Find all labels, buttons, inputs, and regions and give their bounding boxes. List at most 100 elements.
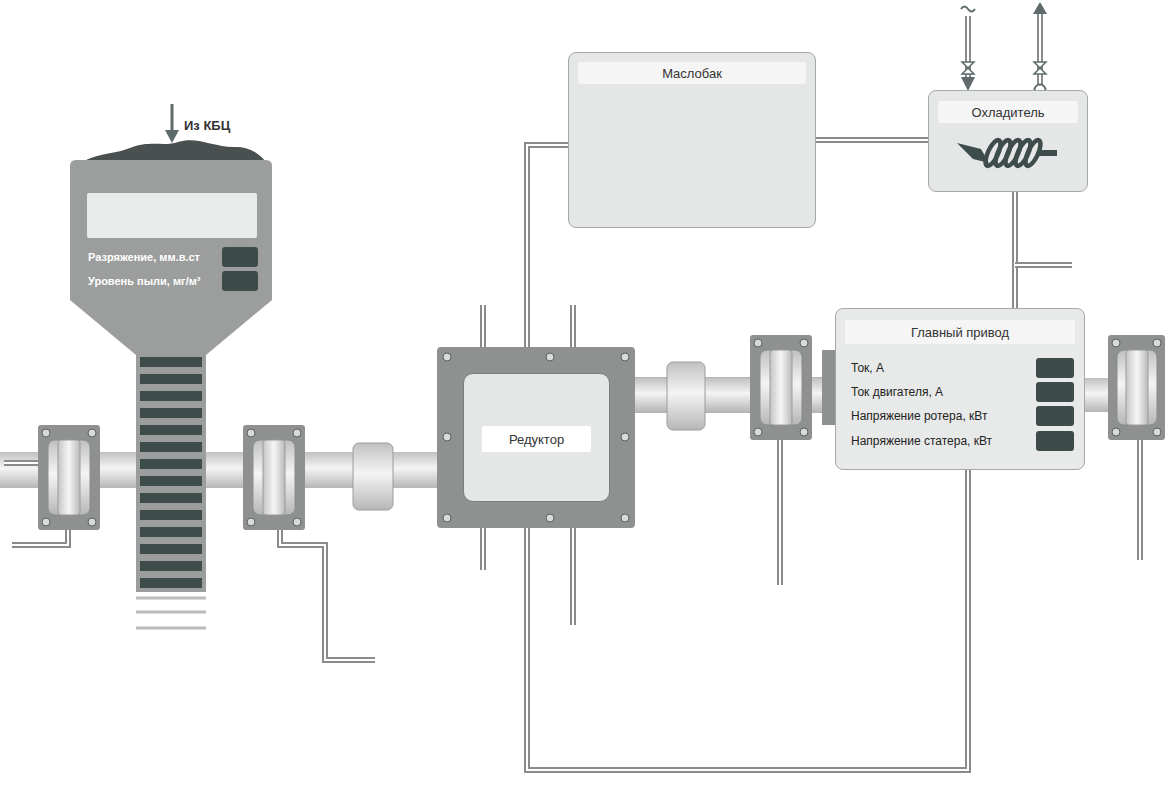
node-title: Охладитель (971, 105, 1044, 120)
readout-box (222, 247, 258, 267)
coil-symbol (957, 138, 1057, 168)
bolt (754, 428, 762, 436)
pipe (570, 528, 576, 625)
text-slot: Напряжение статера, кВт (847, 431, 1032, 451)
bolt (42, 429, 50, 437)
text-slot: Маслобак (578, 62, 806, 84)
bolt (42, 518, 50, 526)
bearing-ring (263, 440, 285, 515)
text-slot: Ток двигателя, А (847, 382, 1032, 402)
pipe (570, 305, 576, 347)
conveyor-lines (136, 598, 206, 628)
bearing-plate (750, 335, 812, 440)
arrow-head (1033, 2, 1047, 14)
readout-label: Ток, А (851, 361, 884, 375)
valve-symbol (1034, 62, 1046, 74)
bolt (546, 514, 554, 522)
bolt (800, 339, 808, 347)
main-drive: Главный приводТок, А Ток двигателя, А Напр… (835, 308, 1085, 470)
part-label: Из КБЦ (184, 118, 230, 133)
readout-label: Напряжение статера, кВт (851, 434, 992, 448)
gearbox-plate (437, 347, 635, 528)
coupling (667, 362, 705, 430)
bearing-plate (38, 425, 100, 530)
bearing-ring (58, 440, 80, 515)
pipe (779, 440, 781, 585)
readout-box (222, 271, 258, 291)
pipe (572, 528, 574, 625)
bolt (546, 353, 554, 361)
readout-box (1036, 406, 1074, 426)
readout-label: Разряжение, мм.в.ст (88, 251, 200, 263)
pipe-bore (527, 145, 568, 373)
bearing-plate (243, 425, 305, 530)
bolt (1153, 428, 1161, 436)
pipe (4, 462, 38, 464)
text-slot: Напряжение ротера, кВт (847, 406, 1032, 426)
readout-label: Напряжение ротера, кВт (851, 409, 987, 423)
pipe (280, 530, 375, 660)
bolt (88, 518, 96, 526)
pipe (1137, 440, 1143, 560)
label-slot: Из КБЦ (184, 116, 274, 134)
readout-label: Уровень пыли, мг/м³ (88, 275, 201, 287)
bolt (443, 514, 451, 522)
pipe-bore (816, 139, 928, 141)
pipe (482, 528, 484, 570)
bolt (754, 339, 762, 347)
bolt (800, 428, 808, 436)
hopper-body (70, 160, 272, 355)
text-slot: Главный привод (845, 320, 1075, 344)
bearing-housing (48, 440, 90, 515)
readout-label: Ток двигателя, А (851, 385, 943, 399)
pipe (1139, 440, 1141, 560)
readout-box (1036, 358, 1074, 378)
pipe (480, 305, 486, 347)
bolt (247, 429, 255, 437)
text-slot: Редуктор (482, 426, 591, 452)
node-title: Главный привод (911, 325, 1009, 340)
bolt (443, 353, 451, 361)
oil-pipe (1015, 192, 1016, 308)
valve-symbol (962, 62, 974, 74)
pipe (777, 440, 783, 585)
pipe (480, 528, 486, 570)
pipe-bore (1014, 192, 1016, 308)
pipe (482, 305, 484, 347)
bolt (621, 433, 629, 441)
water-symbol (961, 7, 975, 12)
pipe (280, 530, 375, 660)
pipe-outer (4, 14, 1140, 660)
readout-box (1036, 431, 1074, 451)
bolt (247, 518, 255, 526)
bolt (1112, 428, 1120, 436)
pipe-wall (1012, 192, 1018, 308)
text-slot: Разряжение, мм.в.ст (84, 247, 218, 267)
bolt (88, 429, 96, 437)
bolt (443, 433, 451, 441)
bolt (1153, 339, 1161, 347)
bearing-ring (1126, 350, 1148, 425)
text-slot: Охладитель (938, 101, 1078, 123)
pipe (4, 460, 38, 466)
bolt (621, 514, 629, 522)
coupling (353, 443, 393, 510)
bolt (293, 429, 301, 437)
arrow-head (961, 77, 975, 91)
oil-pipe (527, 145, 568, 373)
bolt (293, 518, 301, 526)
feed-arrow (171, 104, 174, 132)
bearing-housing (1117, 350, 1157, 425)
display-panel (87, 193, 257, 238)
bearing-ring (770, 350, 792, 425)
pipe-inner (4, 14, 1140, 660)
readout-box (1036, 382, 1074, 402)
hopper: Разряжение, мм.в.стУровень пыли, мг/м³ (70, 160, 272, 355)
conveyor-slats (140, 357, 202, 588)
pipe-wall (527, 145, 568, 373)
bolt (621, 353, 629, 361)
arrow-head (165, 130, 179, 143)
bearing-housing (253, 440, 295, 515)
